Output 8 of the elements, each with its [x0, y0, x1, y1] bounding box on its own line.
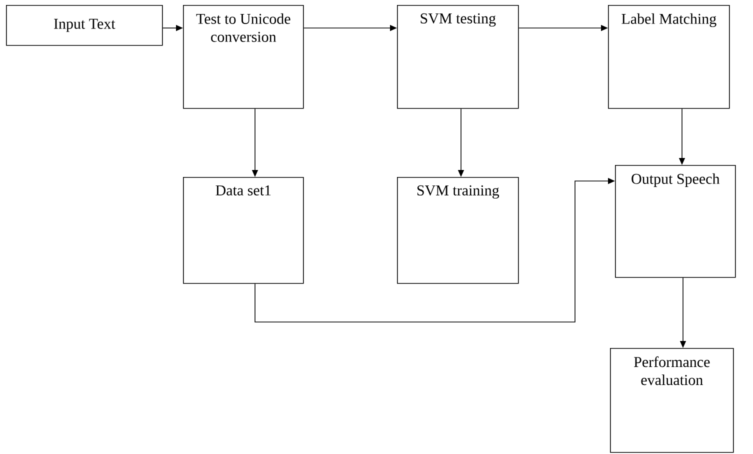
process-box: SVM training — [397, 177, 519, 284]
process-box: Output Speech — [615, 165, 736, 278]
process-box: Input Text — [6, 5, 163, 46]
process-box: Label Matching — [608, 5, 730, 109]
process-box: SVM testing — [397, 5, 519, 109]
process-box: Data set1 — [183, 177, 304, 284]
process-box: Performance evaluation — [610, 348, 734, 453]
process-box: Test to Unicode conversion — [183, 5, 304, 109]
